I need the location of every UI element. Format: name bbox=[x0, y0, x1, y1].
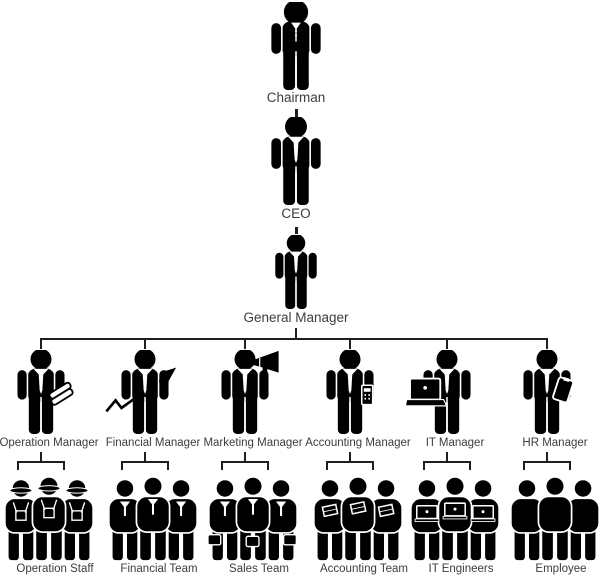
branch-operation: Operation Manager Operation Staff bbox=[0, 338, 106, 588]
connector-tick bbox=[243, 338, 247, 349]
it-manager-icon bbox=[405, 350, 489, 434]
operation-manager-label: Operation Manager bbox=[0, 437, 99, 449]
team-bracket bbox=[326, 461, 375, 464]
connector-tick bbox=[39, 338, 43, 349]
accounting-manager-icon bbox=[308, 350, 392, 434]
team-bracket-end bbox=[267, 461, 270, 470]
team-bracket-end bbox=[17, 461, 20, 470]
ceo-label: CEO bbox=[281, 206, 311, 221]
general-manager-icon bbox=[259, 235, 333, 309]
connector-tick bbox=[545, 338, 549, 349]
connector-ceo-gm bbox=[295, 227, 298, 234]
team-bracket-end bbox=[423, 461, 426, 470]
team-bracket bbox=[121, 461, 170, 464]
team-bracket-end bbox=[167, 461, 170, 470]
team-bracket-end bbox=[63, 461, 66, 470]
connector-tick bbox=[445, 452, 449, 462]
chairman-label: Chairman bbox=[266, 90, 326, 105]
marketing-manager-icon bbox=[203, 350, 287, 434]
team-bracket-end bbox=[221, 461, 224, 470]
general-manager-label: General Manager bbox=[243, 310, 349, 325]
sales-team-label: Sales Team bbox=[229, 563, 289, 575]
connector-tick bbox=[545, 452, 549, 462]
team-bracket-end bbox=[121, 461, 124, 470]
branch-hr: HR Manager Employee bbox=[482, 338, 600, 588]
hr-manager-label: HR Manager bbox=[522, 437, 588, 449]
connector-tick bbox=[143, 338, 147, 349]
hr-manager-icon bbox=[505, 350, 589, 434]
employee-icon bbox=[508, 476, 600, 561]
branch-it: IT Manager IT Engineers bbox=[382, 338, 512, 588]
team-bracket bbox=[221, 461, 270, 464]
it-manager-label: IT Manager bbox=[425, 437, 485, 449]
financial-team-label: Financial Team bbox=[120, 563, 198, 575]
accounting-manager-label: Accounting Manager bbox=[305, 437, 411, 449]
connector-tick bbox=[39, 452, 43, 462]
it-engineers-label: IT Engineers bbox=[428, 563, 494, 575]
connector-tick bbox=[143, 452, 147, 462]
financial-manager-label: Financial Manager bbox=[105, 437, 201, 449]
employee-label: Employee bbox=[535, 563, 587, 575]
connector-tick bbox=[243, 452, 247, 462]
ceo-icon bbox=[252, 117, 340, 205]
connector-tick bbox=[348, 338, 352, 349]
connector-gm-branches bbox=[294, 328, 298, 339]
team-bracket bbox=[523, 461, 572, 464]
team-bracket-end bbox=[326, 461, 329, 470]
connector-chairman-ceo bbox=[295, 109, 298, 117]
branch-line bbox=[40, 338, 548, 341]
team-bracket bbox=[17, 461, 66, 464]
branch-accounting: Accounting Manager Accounting Team bbox=[285, 338, 415, 588]
team-bracket-end bbox=[523, 461, 526, 470]
connector-tick bbox=[445, 338, 449, 349]
branch-financial: Financial Manager Financial Team bbox=[80, 338, 210, 588]
financial-manager-icon bbox=[103, 350, 187, 434]
team-bracket bbox=[423, 461, 472, 464]
marketing-manager-label: Marketing Manager bbox=[203, 437, 303, 449]
team-bracket-end bbox=[372, 461, 375, 470]
branch-marketing: Marketing Manager Sales Team bbox=[180, 338, 310, 588]
team-bracket-end bbox=[569, 461, 572, 470]
accounting-team-label: Accounting Team bbox=[319, 563, 408, 575]
connector-tick bbox=[348, 452, 352, 462]
operation-staff-label: Operation Staff bbox=[16, 563, 94, 575]
team-bracket-end bbox=[469, 461, 472, 470]
operation-manager-icon bbox=[0, 350, 83, 434]
chairman-icon bbox=[252, 2, 340, 90]
